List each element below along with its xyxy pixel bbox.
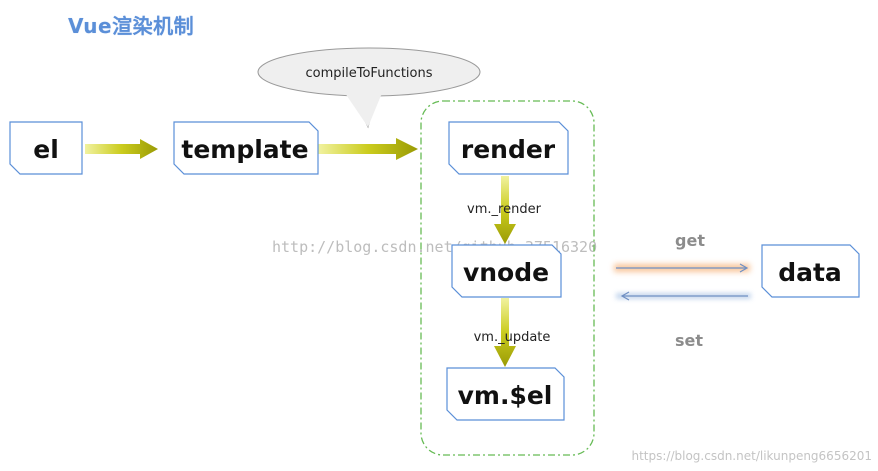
node-template-label: template <box>181 135 308 164</box>
set-label: set <box>675 331 703 350</box>
arrow-vnode-to-vm-el <box>494 298 516 367</box>
node-vnode-label: vnode <box>463 258 549 287</box>
arrow-el-to-template <box>85 139 158 159</box>
node-vm-el-label: vm.$el <box>458 381 553 410</box>
watermark-bottom-right: https://blog.csdn.net/likunpeng6656201 <box>632 449 873 463</box>
node-data: data <box>761 244 860 298</box>
arrow-template-to-render <box>318 138 418 160</box>
edge-label-vm-render: vm._render <box>467 202 542 217</box>
get-label: get <box>675 231 705 250</box>
set-arrow <box>616 291 751 301</box>
diagram-title: Vue渲染机制 <box>68 14 195 38</box>
node-template: template <box>173 121 319 175</box>
edge-label-vm-update: vm._update <box>474 330 551 345</box>
node-el-label: el <box>33 135 59 164</box>
callout-label: compileToFunctions <box>306 66 433 81</box>
node-el: el <box>9 121 83 175</box>
render-group-container <box>420 100 595 456</box>
node-render-label: render <box>461 135 556 164</box>
node-vnode: vnode <box>451 244 562 298</box>
node-vm-el: vm.$el <box>446 367 565 421</box>
get-arrow <box>614 263 750 273</box>
node-render: render <box>448 121 569 175</box>
callout-bubble: compileToFunctions <box>257 47 481 129</box>
arrow-render-to-vnode <box>494 176 516 244</box>
node-data-label: data <box>778 258 842 287</box>
